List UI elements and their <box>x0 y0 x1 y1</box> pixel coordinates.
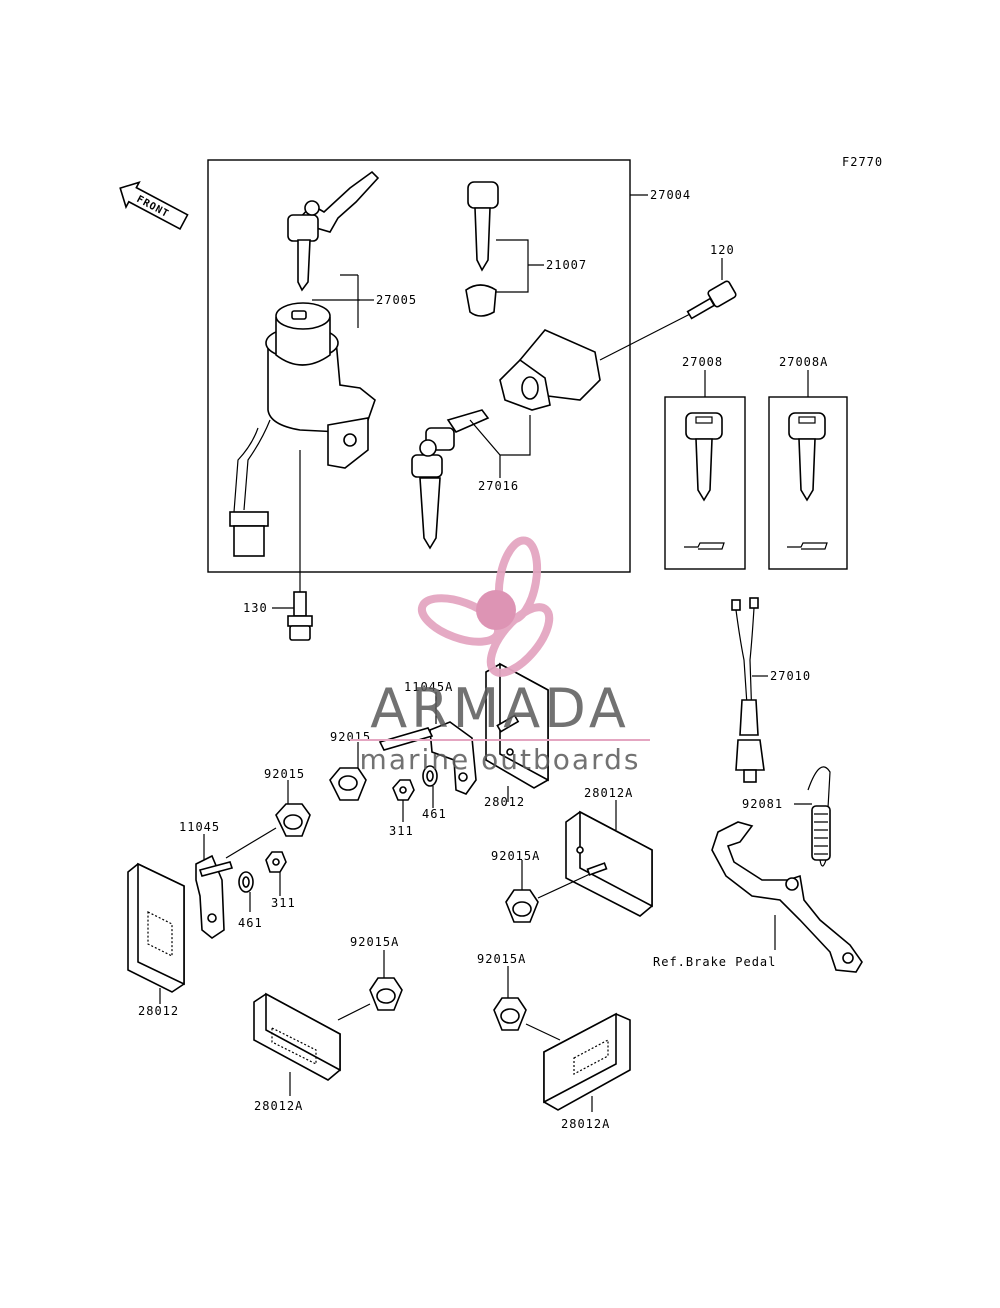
bracket-11045-icon <box>195 854 234 939</box>
label-92081: 92081 <box>742 797 783 811</box>
label-92015A-right: 92015A <box>477 952 526 966</box>
bolt-130-icon <box>287 591 313 641</box>
reflector-28012A-bottom-right-icon <box>543 1012 631 1111</box>
label-461-lower: 461 <box>238 916 263 930</box>
ignition-switch-icon <box>229 302 376 557</box>
label-21007: 21007 <box>546 258 587 272</box>
reflector-28012-left-icon <box>127 862 185 993</box>
label-ref-brake-pedal: Ref.Brake Pedal <box>653 955 776 969</box>
key-27008A-icon <box>787 412 828 550</box>
nut-92015-top-icon <box>329 767 367 801</box>
label-11045: 11045 <box>179 820 220 834</box>
reflector-28012A-right-icon <box>565 810 653 917</box>
front-arrow-icon: FRONT <box>119 180 189 231</box>
watermark-brand: ARMADA <box>370 677 630 740</box>
reflector-28012A-bottom-left-icon <box>253 992 341 1081</box>
washer-461-bottom-icon <box>238 871 254 893</box>
brake-switch-icon <box>731 597 765 783</box>
nut-92015A-right-icon <box>493 997 527 1031</box>
label-92015A-mid: 92015A <box>491 849 540 863</box>
nut-311-top-icon <box>392 779 415 801</box>
nut-92015A-left-icon <box>369 977 403 1011</box>
seat-lock-icon <box>499 329 601 411</box>
label-27016: 27016 <box>478 479 519 493</box>
label-92015A-left: 92015A <box>350 935 399 949</box>
label-28012A-right: 28012A <box>584 786 633 800</box>
nut-92015-mid-icon <box>275 803 311 837</box>
spring-92081-icon <box>807 766 831 867</box>
armada-logo-icon <box>417 536 554 677</box>
reflector-28012-top-icon <box>485 662 549 789</box>
label-92015-upper: 92015 <box>330 730 371 744</box>
label-311-upper: 311 <box>389 824 414 838</box>
label-28012A-bottom-right: 28012A <box>561 1117 610 1131</box>
label-11045A: 11045A <box>404 680 453 694</box>
label-92015-mid: 92015 <box>264 767 305 781</box>
watermark-tagline: marine outboards <box>360 743 641 776</box>
label-28012-upper: 28012 <box>484 795 525 809</box>
nut-311-bottom-icon <box>265 851 287 873</box>
label-130: 130 <box>243 601 268 615</box>
label-27010: 27010 <box>770 669 811 683</box>
label-120: 120 <box>710 243 735 257</box>
label-311-lower: 311 <box>271 896 296 910</box>
label-27008: 27008 <box>682 355 723 369</box>
brake-pedal-icon <box>711 821 863 973</box>
label-28012-left: 28012 <box>138 1004 179 1018</box>
label-28012A-bottom-left: 28012A <box>254 1099 303 1113</box>
label-27004: 27004 <box>650 188 691 202</box>
seat-lock-keys-icon <box>411 409 490 550</box>
key-blank-icon <box>465 181 499 317</box>
key-27008-icon <box>684 412 725 550</box>
label-27005: 27005 <box>376 293 417 307</box>
figure-code: F2770 <box>842 155 883 169</box>
ignition-keys-icon <box>287 170 380 292</box>
nut-92015A-mid-icon <box>505 889 539 923</box>
washer-461-top-icon <box>422 765 438 787</box>
ignition-kit-box <box>207 159 631 573</box>
label-27008A: 27008A <box>779 355 828 369</box>
bolt-120-icon <box>686 280 737 320</box>
label-461-upper: 461 <box>422 807 447 821</box>
